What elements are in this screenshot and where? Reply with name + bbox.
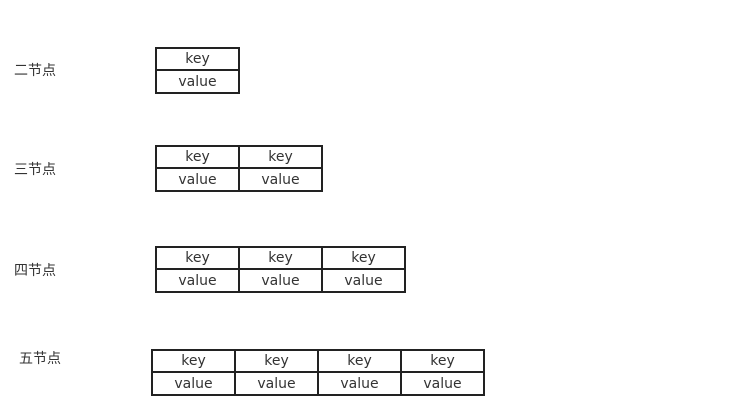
key-cell: key	[240, 246, 321, 270]
value-cell: value	[153, 373, 234, 396]
node-four: key value key value key value	[155, 246, 406, 293]
key-cell: key	[153, 349, 234, 373]
value-cell: value	[157, 71, 238, 94]
value-cell: value	[319, 373, 400, 396]
node-cell: key value	[240, 246, 323, 293]
key-cell: key	[236, 349, 317, 373]
value-cell: value	[157, 270, 238, 293]
key-cell: key	[157, 145, 238, 169]
node-cell: key value	[157, 246, 240, 293]
node-cell: key value	[236, 349, 319, 396]
node-cell: key value	[319, 349, 402, 396]
node-cell: key value	[157, 145, 240, 192]
key-cell: key	[402, 349, 483, 373]
node-three: key value key value	[155, 145, 323, 192]
value-cell: value	[240, 270, 321, 293]
node-cell: key value	[402, 349, 485, 396]
row-label-two-node: 二节点	[14, 63, 56, 79]
key-cell: key	[157, 246, 238, 270]
key-cell: key	[319, 349, 400, 373]
value-cell: value	[323, 270, 404, 293]
value-cell: value	[402, 373, 483, 396]
node-two: key value	[155, 47, 240, 94]
row-label-four-node: 四节点	[14, 263, 56, 279]
key-cell: key	[240, 145, 321, 169]
value-cell: value	[240, 169, 321, 192]
key-cell: key	[323, 246, 404, 270]
node-cell: key value	[240, 145, 323, 192]
node-cell: key value	[153, 349, 236, 396]
row-label-five-node: 五节点	[19, 351, 61, 367]
node-five: key value key value key value key value	[151, 349, 485, 396]
value-cell: value	[236, 373, 317, 396]
value-cell: value	[157, 169, 238, 192]
key-cell: key	[157, 47, 238, 71]
node-cell: key value	[323, 246, 406, 293]
node-cell: key value	[157, 47, 240, 94]
row-label-three-node: 三节点	[14, 162, 56, 178]
